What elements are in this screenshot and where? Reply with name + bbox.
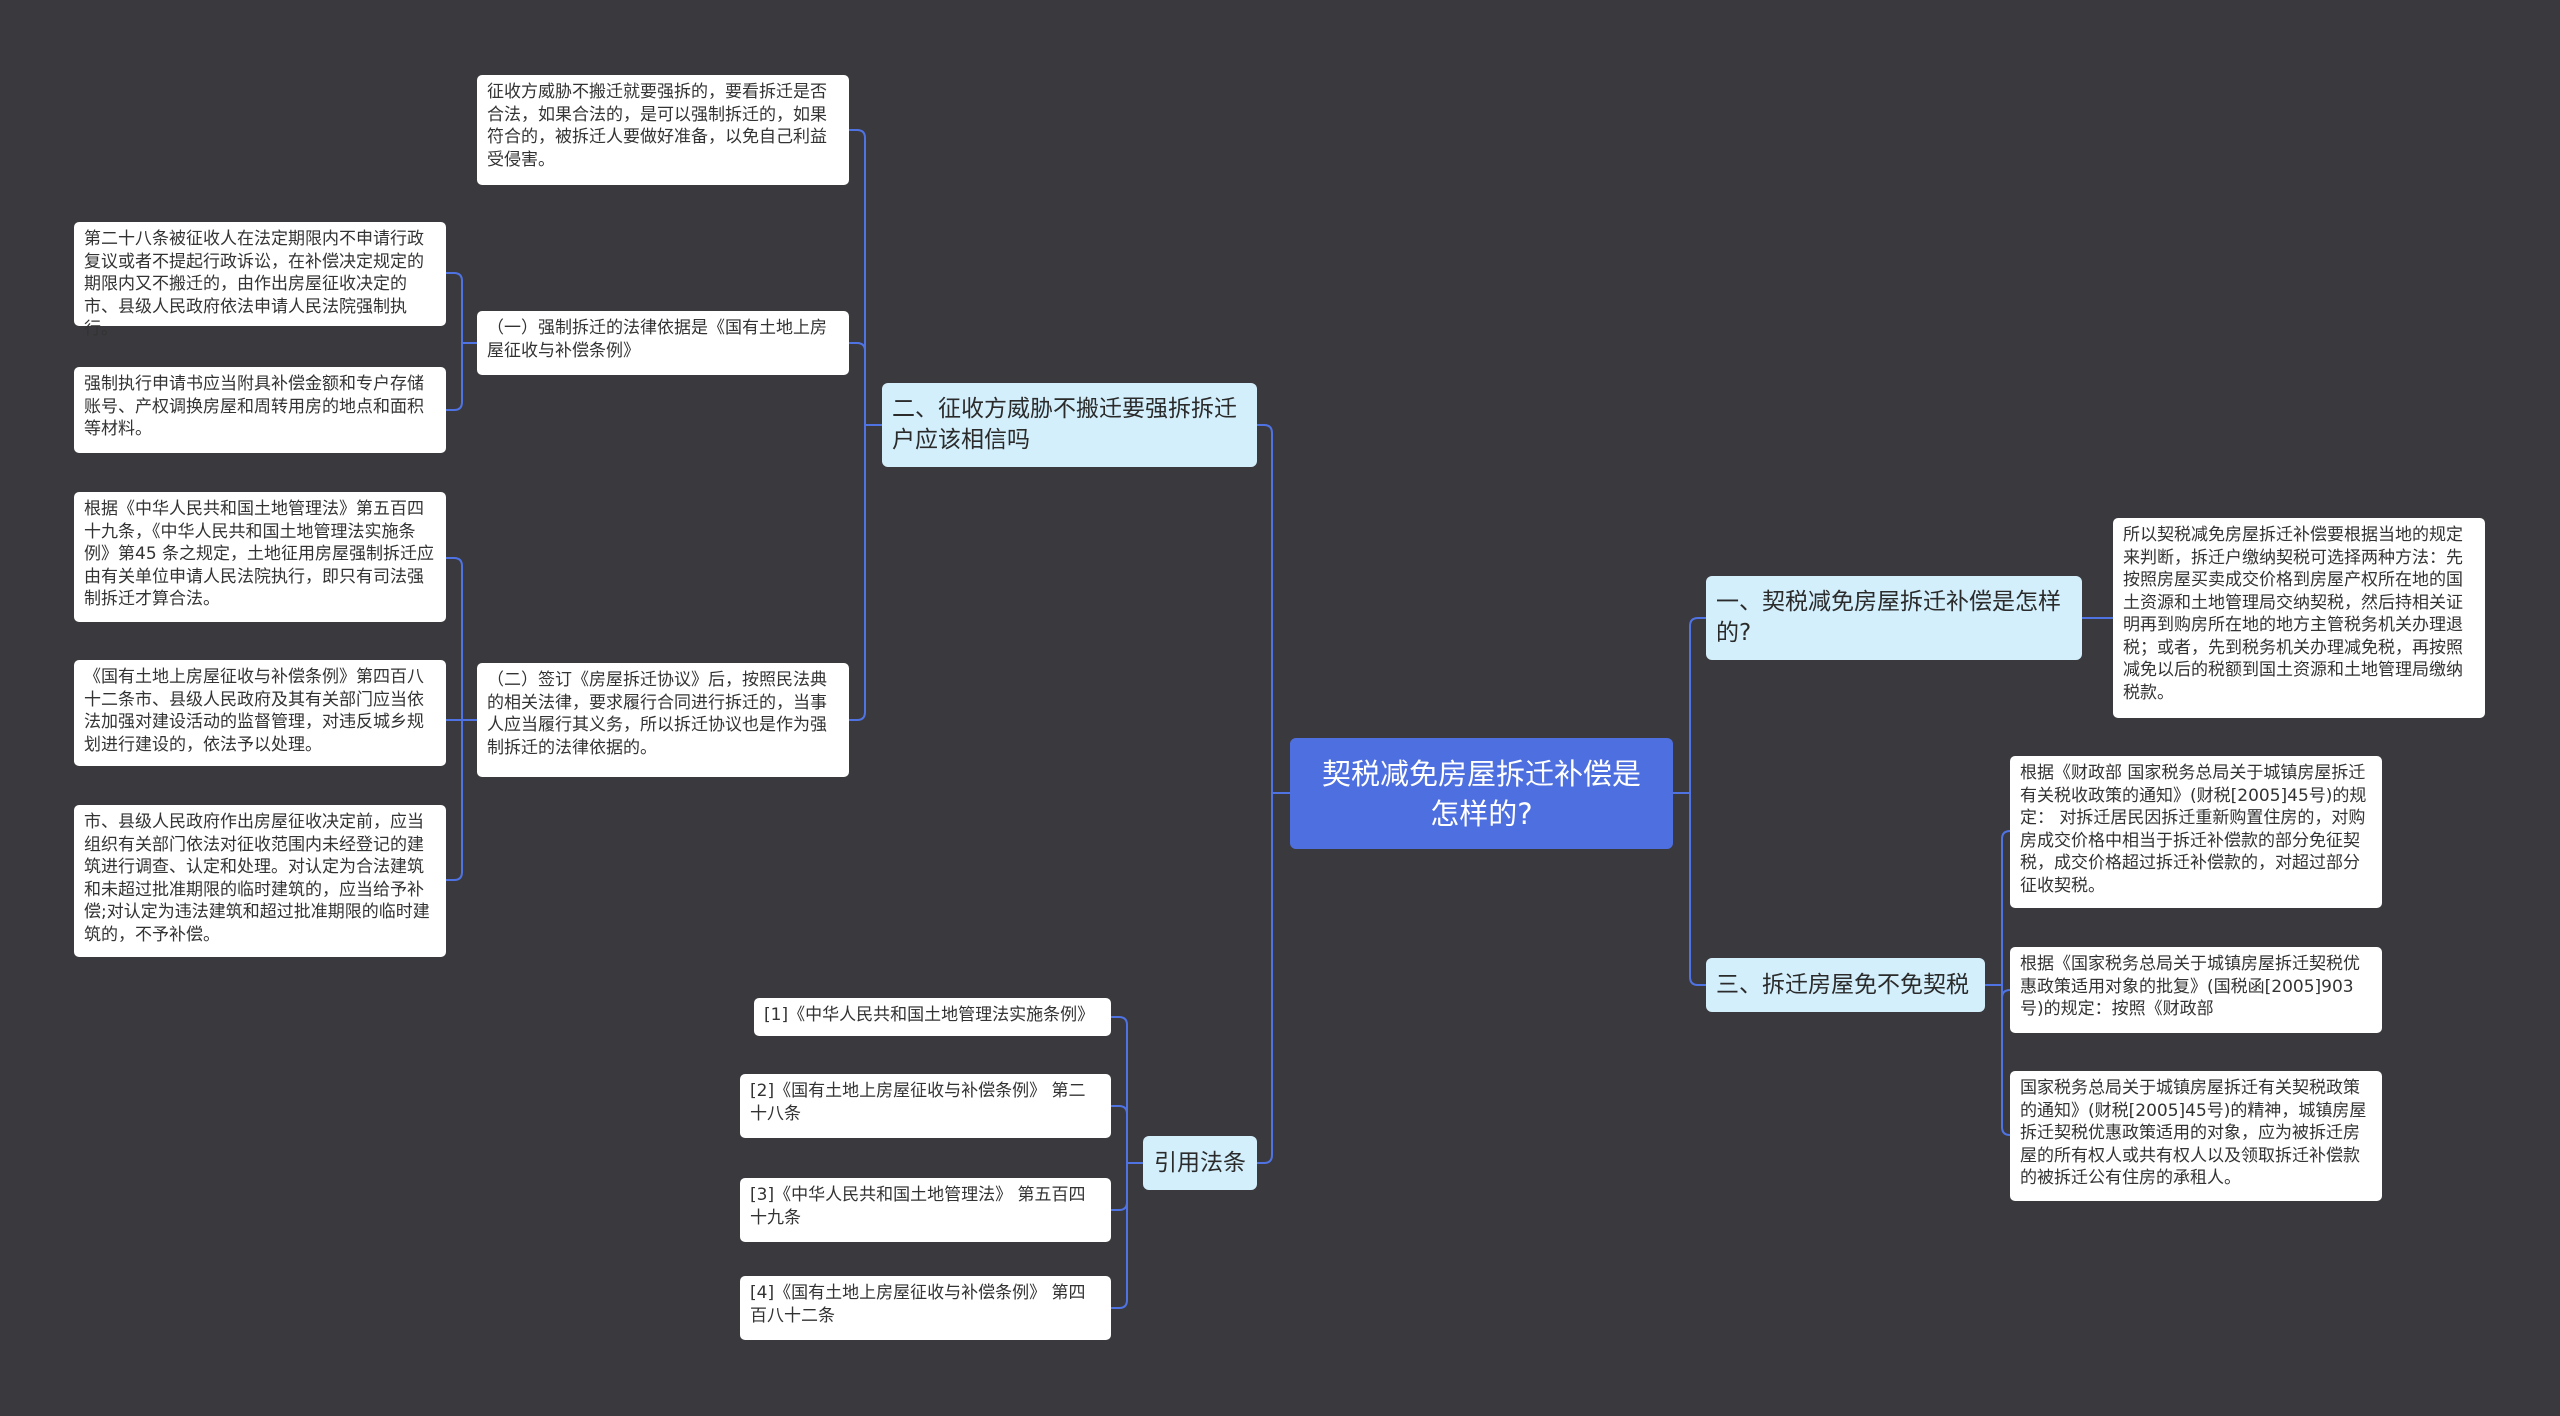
leaf-text: 第二十八条被征收人在法定期限内不申请行政复议或者不提起行政诉讼，在补偿决定规定的… — [84, 229, 424, 339]
ref-text: [3]《中华人民共和国土地管理法》 第五百四十九条 — [750, 1185, 1086, 1228]
link-sub1-b — [446, 342, 479, 411]
leaf-text: 征收方威胁不搬迁就要强拆的，要看拆迁是否合法，如果合法的，是可以强制拆迁的，如果… — [487, 82, 827, 170]
sub-land-law-basis[interactable]: 根据《中华人民共和国土地管理法》第五百四十九条，《中华人民共和国土地管理法实施条… — [74, 492, 446, 622]
link-b3-c — [1985, 984, 2011, 1136]
link-b2-c2 — [849, 342, 882, 426]
ref-text: [4]《国有土地上房屋征收与补偿条例》 第四百八十二条 — [750, 1283, 1086, 1326]
link-b4-b — [1111, 1105, 1143, 1164]
link-root-b3 — [1673, 792, 1706, 986]
leaf-text: 强制执行申请书应当附具补偿金额和专户存储账号、产权调换房屋和周转用房的地点和面积… — [84, 374, 424, 439]
branch-deed-tax-relief[interactable]: 一、契税减免房屋拆迁补偿是怎样的? — [1706, 576, 2082, 660]
leaf-legal-basis-1[interactable]: （一）强制拆迁的法律依据是《国有土地上房屋征收与补偿条例》 — [477, 311, 849, 375]
leaf-text: 市、县级人民政府作出房屋征收决定前，应当组织有关部门依法对征收范围内未经登记的建… — [84, 812, 430, 945]
branch-label: 二、征收方威胁不搬迁要强拆拆迁户应该相信吗 — [892, 396, 1237, 453]
leaf-text: 所以契税减免房屋拆迁补偿要根据当地的规定来判断，拆迁户缴纳契税可选择两种方法：先… — [2123, 525, 2463, 703]
link-b3-a — [1985, 830, 2011, 986]
leaf-text: 国家税务总局关于城镇房屋拆迁有关契税政策的通知》(财税[2005]45号)的精神… — [2020, 1078, 2367, 1188]
root-topic[interactable]: 契税减免房屋拆迁补偿是怎样的? — [1290, 738, 1673, 849]
branch-label: 引用法条 — [1154, 1149, 1246, 1176]
sub-regulation-482[interactable]: 《国有土地上房屋征收与补偿条例》第四百八十二条市、县级人民政府及其有关部门应当依… — [74, 660, 446, 766]
leaf-legal-basis-2[interactable]: （二）签订《房屋拆迁协议》后，按照民法典的相关法律，要求履行合同进行拆迁的，当事… — [477, 663, 849, 777]
root-topic-label: 契税减免房屋拆迁补偿是怎样的? — [1321, 756, 1641, 831]
ref-text: [2]《国有土地上房屋征收与补偿条例》 第二十八条 — [750, 1081, 1086, 1124]
leaf-threat-legality[interactable]: 征收方威胁不搬迁就要强拆的，要看拆迁是否合法，如果合法的，是可以强制拆迁的，如果… — [477, 75, 849, 185]
sub-unregistered-buildings[interactable]: 市、县级人民政府作出房屋征收决定前，应当组织有关部门依法对征收范围内未经登记的建… — [74, 805, 446, 957]
link-sub2-c — [446, 719, 479, 881]
link-b4-d — [1111, 1162, 1143, 1309]
link-sub2-a — [446, 557, 479, 721]
ref-text: [1]《中华人民共和国土地管理法实施条例》 — [764, 1005, 1095, 1025]
ref-item[interactable]: [2]《国有土地上房屋征收与补偿条例》 第二十八条 — [740, 1074, 1111, 1138]
branch-forced-demolition[interactable]: 二、征收方威胁不搬迁要强拆拆迁户应该相信吗 — [882, 383, 1257, 467]
leaf-text: （一）强制拆迁的法律依据是《国有土地上房屋征收与补偿条例》 — [487, 318, 827, 361]
ref-item[interactable]: [4]《国有土地上房屋征收与补偿条例》 第四百八十二条 — [740, 1276, 1111, 1340]
leaf-text: 《国有土地上房屋征收与补偿条例》第四百八十二条市、县级人民政府及其有关部门应当依… — [84, 667, 424, 755]
link-root-b1 — [1673, 617, 1706, 794]
leaf-text: 根据《中华人民共和国土地管理法》第五百四十九条，《中华人民共和国土地管理法实施条… — [84, 499, 435, 609]
leaf-text: 根据《国家税务总局关于城镇房屋拆迁契税优惠政策适用对象的批复》(国税函[2005… — [2020, 954, 2360, 1019]
ref-item[interactable]: [3]《中华人民共和国土地管理法》 第五百四十九条 — [740, 1178, 1111, 1242]
leaf-guoshuihan-2005-903[interactable]: 根据《国家税务总局关于城镇房屋拆迁契税优惠政策适用对象的批复》(国税函[2005… — [2010, 947, 2382, 1033]
link-b2-c1 — [849, 129, 882, 426]
leaf-deed-tax-methods[interactable]: 所以契税减免房屋拆迁补偿要根据当地的规定来判断，拆迁户缴纳契税可选择两种方法：先… — [2113, 518, 2485, 718]
leaf-applicable-objects[interactable]: 国家税务总局关于城镇房屋拆迁有关契税政策的通知》(财税[2005]45号)的精神… — [2010, 1071, 2382, 1201]
ref-item[interactable]: [1]《中华人民共和国土地管理法实施条例》 — [754, 998, 1111, 1036]
link-b2-c3 — [849, 424, 882, 721]
leaf-text: 根据《财政部 国家税务总局关于城镇房屋拆迁有关税收政策的通知》(财税[2005]… — [2020, 763, 2367, 896]
link-b4-a — [1111, 1016, 1143, 1164]
branch-deed-tax-exemption[interactable]: 三、拆迁房屋免不免契税 — [1706, 958, 1985, 1012]
leaf-text: （二）签订《房屋拆迁协议》后，按照民法典的相关法律，要求履行合同进行拆迁的，当事… — [487, 670, 827, 758]
link-sub1-a — [446, 272, 479, 344]
sub-article-28[interactable]: 第二十八条被征收人在法定期限内不申请行政复议或者不提起行政诉讼，在补偿决定规定的… — [74, 222, 446, 339]
link-root-b2 — [1257, 424, 1290, 794]
branch-cited-laws[interactable]: 引用法条 — [1143, 1136, 1257, 1190]
leaf-caishui-2005-45[interactable]: 根据《财政部 国家税务总局关于城镇房屋拆迁有关税收政策的通知》(财税[2005]… — [2010, 756, 2382, 908]
link-b3-b — [1985, 984, 2011, 999]
link-root-b4 — [1257, 792, 1290, 1164]
branch-label: 三、拆迁房屋免不免契税 — [1716, 971, 1969, 998]
sub-enforcement-application[interactable]: 强制执行申请书应当附具补偿金额和专户存储账号、产权调换房屋和周转用房的地点和面积… — [74, 367, 446, 453]
branch-label: 一、契税减免房屋拆迁补偿是怎样的? — [1716, 589, 2061, 646]
